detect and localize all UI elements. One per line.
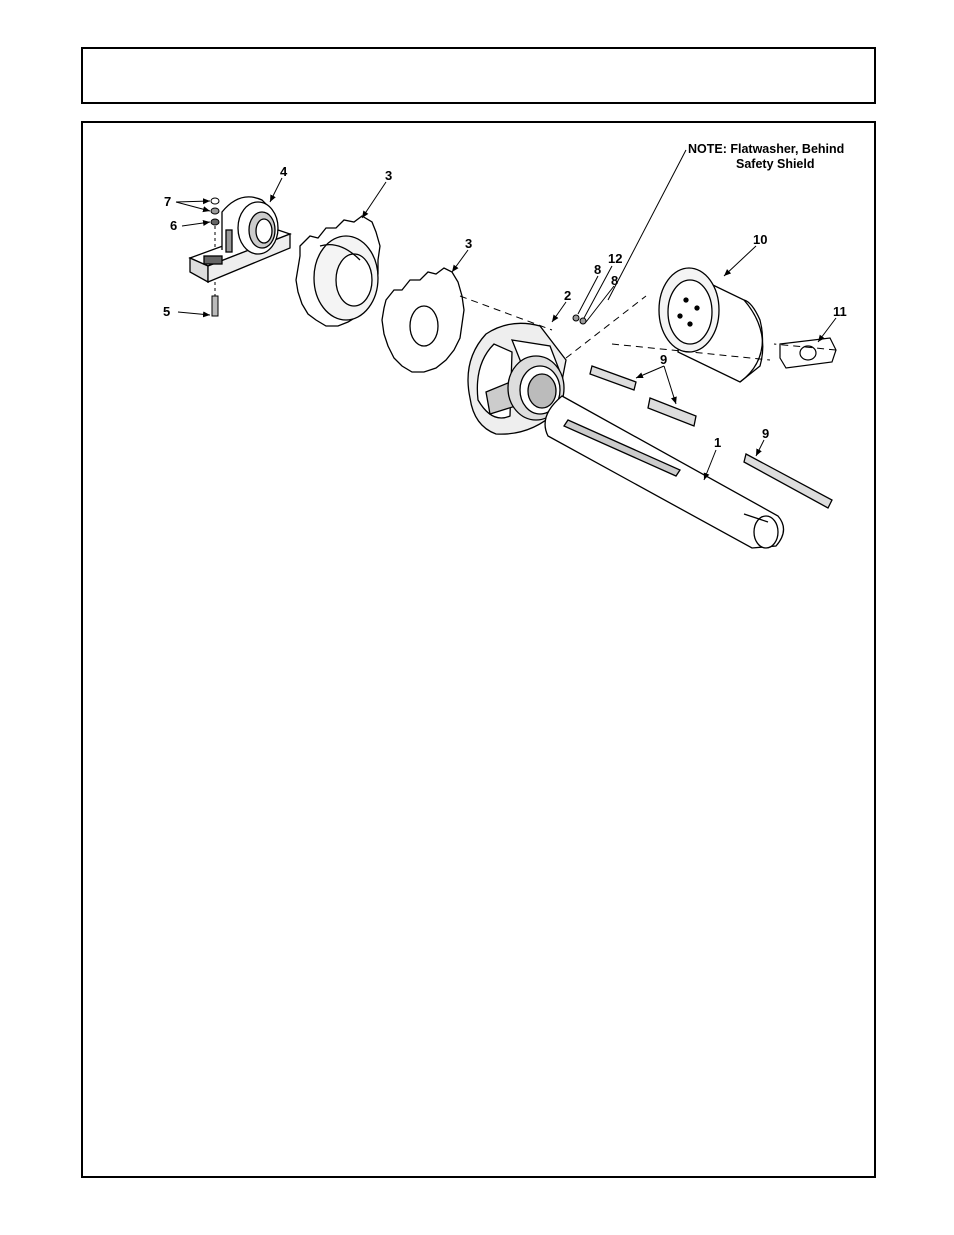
pillow-block-bearing	[188, 196, 292, 284]
callout-4: 4	[280, 164, 288, 179]
callout-3-sprocket-hub: 3	[385, 168, 392, 183]
retaining-plate	[779, 337, 837, 369]
callout-7: 7	[164, 194, 171, 209]
safety-shield	[658, 267, 764, 383]
callout-3-sprocket-plate: 3	[465, 236, 472, 251]
flange-hardware	[572, 314, 587, 325]
sprocket-plate	[381, 267, 465, 373]
callout-8-lower: 8	[611, 273, 618, 288]
callout-5: 5	[163, 304, 170, 319]
drive-shaft	[544, 395, 785, 549]
callout-11: 11	[833, 304, 847, 319]
note-text-line2: Safety Shield	[736, 157, 815, 171]
diagram-frame	[81, 121, 876, 1178]
mounting-flange-housing	[467, 322, 567, 435]
callout-8-upper: 8	[594, 262, 601, 277]
callout-6: 6	[170, 218, 177, 233]
hardware-bolts-nuts	[210, 197, 220, 317]
callout-9-single: 9	[762, 426, 769, 441]
leader-lines	[175, 149, 837, 481]
note-text-line1: NOTE: Flatwasher, Behind	[688, 142, 844, 156]
callout-10: 10	[753, 232, 767, 247]
header-box	[81, 47, 876, 104]
assembly-lines	[459, 295, 837, 361]
sprocket-with-hub	[295, 215, 381, 327]
callout-12: 12	[608, 251, 622, 266]
shaft-keys	[589, 365, 833, 509]
callout-9-pair: 9	[660, 352, 667, 367]
callout-2: 2	[564, 288, 571, 303]
callout-1: 1	[714, 435, 721, 450]
